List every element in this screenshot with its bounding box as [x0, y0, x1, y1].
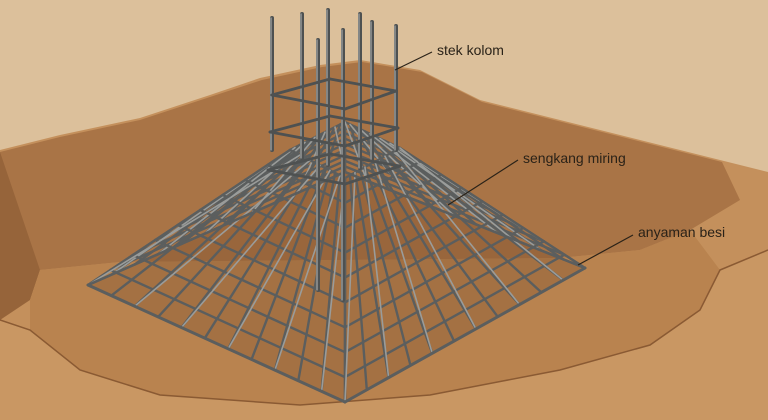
face-right-front-ring-bar	[343, 213, 504, 304]
soil-front-edge	[0, 249, 768, 406]
mat-frame-bar	[343, 170, 587, 270]
face-left-front-ring-bar	[198, 208, 347, 279]
face-left-front-diagonal-bar	[87, 154, 301, 286]
face-right-front-slope-bar	[383, 154, 521, 306]
face-left-front-diagonal-bar	[133, 159, 311, 308]
column-stirrup	[343, 89, 398, 111]
leader-stek-kolom	[394, 51, 433, 71]
face-left-front-diagonal-bar	[227, 169, 331, 350]
face-right-front-diagonal-bar	[374, 160, 434, 355]
column-stirrup	[270, 77, 332, 97]
column-stirrup	[343, 164, 402, 186]
face-right-front-diagonal-bar	[399, 147, 565, 282]
soil-front-lip	[0, 250, 768, 420]
face-right-front-slope-bar	[393, 149, 565, 282]
face-right-front-ring-bar	[343, 173, 443, 230]
face-right-front-diagonal-bar	[344, 171, 356, 403]
column-stirrup	[343, 126, 400, 148]
face-right-back-ring-bar	[343, 137, 463, 190]
face-right-front-ring-bar	[343, 253, 566, 379]
soil-terrain	[0, 60, 768, 420]
face-left-front-slope-bar	[133, 153, 302, 308]
face-right-front-slope-bar	[363, 165, 434, 355]
column-stirrup	[268, 114, 332, 134]
face-left-front-slope-bar	[226, 164, 322, 350]
column-stirrup	[266, 152, 332, 172]
face-right-front-ring-bar	[343, 200, 484, 279]
mesh-shadow	[88, 172, 585, 402]
face-left-front-ring-bar	[221, 193, 347, 254]
column-stirrup	[328, 152, 402, 168]
face-right-front-ring-bar	[343, 226, 525, 329]
soil-left-wall	[0, 152, 40, 320]
leader-sengkang-miring	[447, 159, 519, 206]
face-left-front-slope-bar	[320, 174, 342, 393]
face-right-back-diagonal-bar	[369, 133, 499, 234]
column-stirrup	[328, 114, 400, 130]
face-right-front-slope-bar	[398, 146, 587, 270]
face-left-front-slope-bar	[273, 169, 332, 372]
label-anyaman-besi: anyaman besi	[638, 224, 725, 240]
face-right-back-diagonal-bar	[344, 121, 368, 182]
face-left-front-ring-bar	[154, 238, 347, 329]
face-left-front-slope-bar	[86, 148, 292, 287]
leader-lines	[394, 51, 634, 266]
column-stirrup	[328, 77, 398, 93]
label-stek-kolom: stek kolom	[437, 42, 504, 58]
face-right-front-ring-bar	[343, 186, 463, 254]
face-left-front-ring-bar	[131, 253, 347, 354]
mat-frame-bar	[86, 283, 347, 404]
face-left-front-ring-bar	[109, 268, 347, 379]
face-right-front-ring-bar	[343, 160, 422, 205]
face-right-front-diagonal-bar	[364, 166, 390, 379]
column-stirrup	[268, 130, 347, 148]
face-right-front-diagonal-bar	[384, 155, 477, 330]
column-stirrup	[270, 93, 347, 111]
face-right-front-ring-bar	[343, 240, 546, 354]
mat-frame-bar	[86, 170, 347, 287]
column-starter-bars	[266, 8, 402, 302]
face-right-front-ring-bar	[343, 146, 402, 180]
pit-floor	[30, 230, 720, 405]
face-right-front-slope-bar	[353, 171, 390, 379]
label-sengkang-miring: sengkang miring	[523, 150, 626, 166]
face-left-front-slope-bar	[180, 158, 312, 329]
face-right-front-diagonal-bar	[394, 149, 521, 306]
face-right-back-ring-bar	[343, 154, 525, 230]
face-left-front-ring-bar	[243, 178, 347, 230]
face-left-back-ring-bar	[154, 154, 347, 242]
column-stirrup	[266, 168, 347, 186]
mat-frame-bar	[343, 266, 587, 404]
leader-anyaman-besi	[577, 234, 634, 266]
face-left-front-diagonal-bar	[274, 174, 341, 371]
